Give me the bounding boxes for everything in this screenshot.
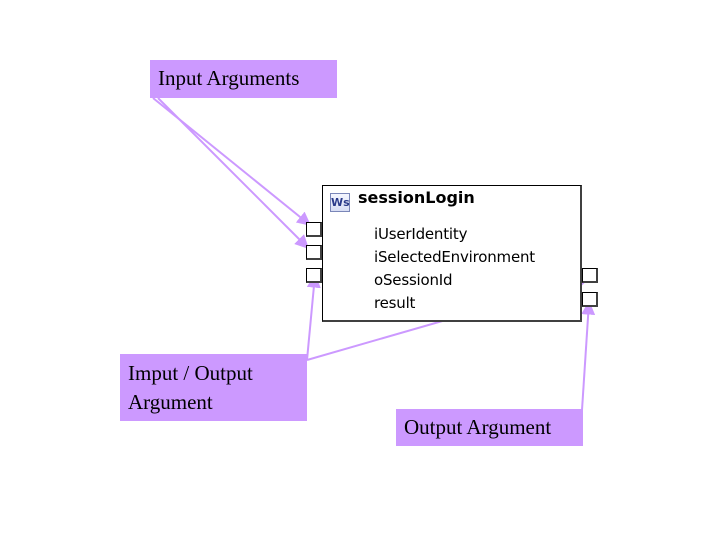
inout-port-session-id-in[interactable] [306, 268, 322, 283]
session-login-block[interactable]: Ws sessionLogin iUserIdentity iSelectedE… [322, 185, 582, 322]
input-port-user-identity[interactable] [306, 222, 322, 237]
callout-input-arguments-label: Input Arguments [158, 66, 300, 90]
arrow-inout-to-left-port [306, 273, 321, 361]
block-title: sessionLogin [358, 188, 475, 207]
callout-output-argument: Output Argument [396, 409, 583, 446]
arrow-output-to-port [581, 300, 596, 411]
argument-label: oSessionId [374, 271, 453, 289]
callout-inout-line1: Imput / Output [128, 361, 253, 385]
argument-label: result [374, 294, 416, 312]
output-port-result[interactable] [582, 292, 598, 307]
callout-output-argument-label: Output Argument [404, 415, 552, 439]
arrow-input-args-to-port-2 [157, 97, 309, 249]
callout-inout-line2: Argument [128, 390, 213, 414]
argument-label: iUserIdentity [374, 225, 468, 243]
inout-port-session-id-out[interactable] [582, 268, 598, 283]
web-service-icon: Ws [330, 193, 350, 212]
argument-label: iSelectedEnvironment [374, 248, 535, 266]
callout-input-output-argument: Imput / Output Argument [120, 354, 307, 421]
input-port-selected-environment[interactable] [306, 245, 322, 260]
callout-input-arguments: Input Arguments [150, 60, 337, 98]
